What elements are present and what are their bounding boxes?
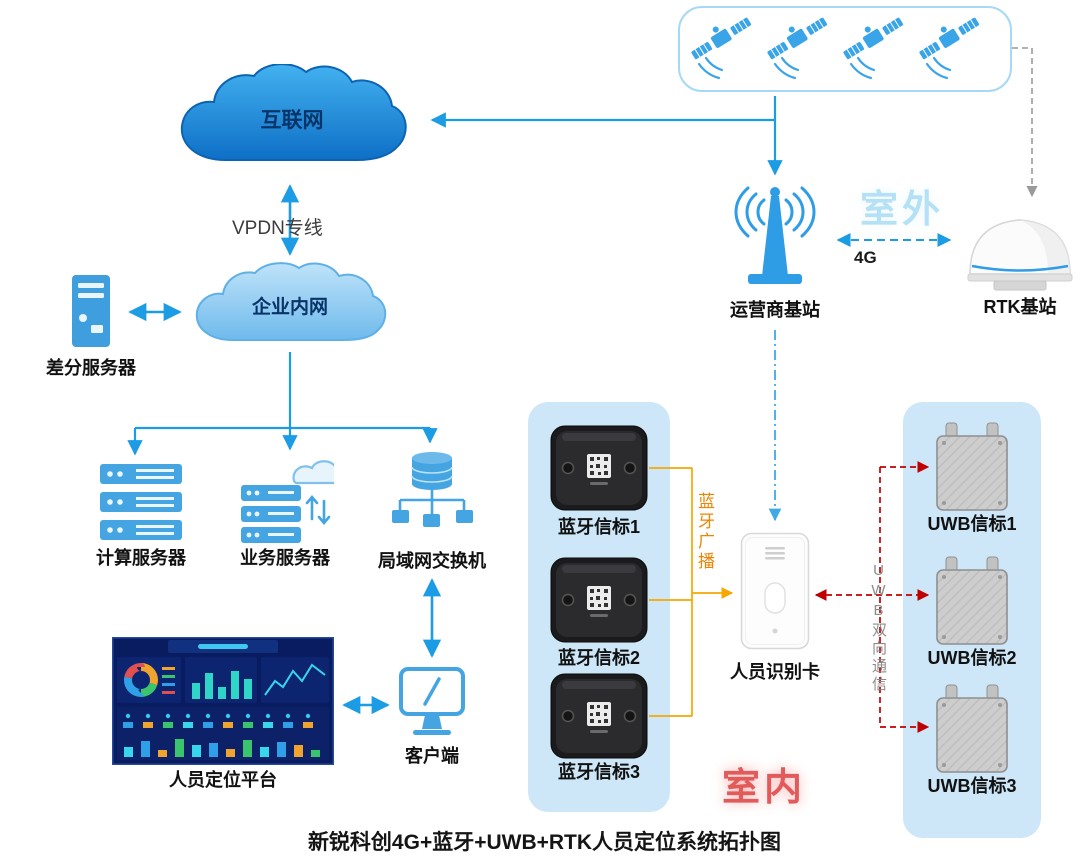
bt-beacon-2-label: 蓝牙信标2 (557, 648, 640, 668)
rack-server-icon (100, 464, 182, 540)
bt-beacon-1-label: 蓝牙信标1 (557, 517, 640, 537)
personnel-id-card (739, 531, 811, 656)
diff-server-label: 差分服务器 (46, 358, 136, 378)
carrier-base-station-label: 运营商基站 (730, 300, 820, 320)
personnel-id-card-label: 人员识别卡 (730, 662, 820, 682)
bt-broadcast-label: 蓝牙广播 (695, 492, 714, 572)
platform-dashboard-image (112, 637, 334, 765)
bt-beacon-icon (550, 557, 648, 643)
outdoor-zone-label: 室外 (860, 189, 945, 231)
antenna-tower-icon (734, 186, 816, 284)
link-satellite-to-rtk (1012, 47, 1038, 198)
rtk-dome-icon (967, 219, 1073, 291)
uwb-beacon-2-label: UWB信标2 (927, 648, 1017, 668)
intranet-cloud: 企业内网 (183, 260, 397, 352)
bt-beacon-icon (550, 425, 648, 511)
intranet-cloud-icon (195, 262, 387, 341)
4g-link-label: 4G (854, 248, 877, 267)
business-server (236, 455, 351, 550)
lan-switch-label: 局域网交换机 (378, 551, 486, 571)
positioning-platform-label: 人员定位平台 (169, 770, 277, 790)
uwb-beacon-icon (936, 684, 1008, 773)
bt-beacon-1 (549, 424, 649, 517)
uwb-comm-label: UWB双向通信 (870, 562, 887, 694)
uwb-beacon-icon (936, 422, 1008, 511)
internet-label: 互联网 (260, 109, 324, 132)
monitor-icon (399, 667, 465, 735)
rtk-base-station-label: RTK基站 (983, 297, 1057, 317)
switch-icon (392, 452, 473, 527)
bt-beacon-2 (549, 556, 649, 649)
positioning-platform (112, 637, 334, 770)
tower-server-icon (72, 275, 110, 347)
bt-beacon-3-label: 蓝牙信标3 (557, 762, 640, 782)
link-bt-bus (649, 467, 693, 717)
carrier-base-station (720, 180, 830, 297)
diff-server (62, 272, 120, 355)
rtk-base-station (960, 208, 1080, 301)
uwb-beacon-3 (934, 684, 1010, 779)
uwb-beacon-1 (934, 422, 1010, 517)
uwb-beacon-icon (936, 556, 1008, 645)
internet-cloud: 互联网 (168, 63, 416, 176)
diagram-caption: 新锐科创4G+蓝牙+UWB+RTK人员定位系统拓扑图 (307, 831, 782, 854)
bt-beacon-3 (549, 672, 649, 765)
lan-switch (390, 448, 474, 551)
cloud-server-icon (241, 460, 351, 543)
internet-cloud-icon (180, 63, 407, 161)
intranet-label: 企业内网 (251, 297, 328, 318)
satellites-icon (685, 12, 982, 80)
business-server-label: 业务服务器 (240, 548, 330, 568)
indoor-zone-label: 室内 (722, 767, 807, 809)
compute-server (96, 460, 186, 549)
client-label: 客户端 (405, 746, 459, 766)
compute-server-label: 计算服务器 (96, 548, 186, 568)
bt-beacon-icon (550, 673, 648, 759)
vpdn-label: VPDN专线 (232, 218, 323, 239)
satellite-constellation-box (678, 6, 1012, 92)
uwb-beacon-1-label: UWB信标1 (927, 514, 1017, 534)
id-card-icon (740, 532, 810, 650)
uwb-beacon-2 (934, 556, 1010, 651)
client (398, 666, 466, 749)
uwb-beacon-3-label: UWB信标3 (927, 776, 1017, 796)
